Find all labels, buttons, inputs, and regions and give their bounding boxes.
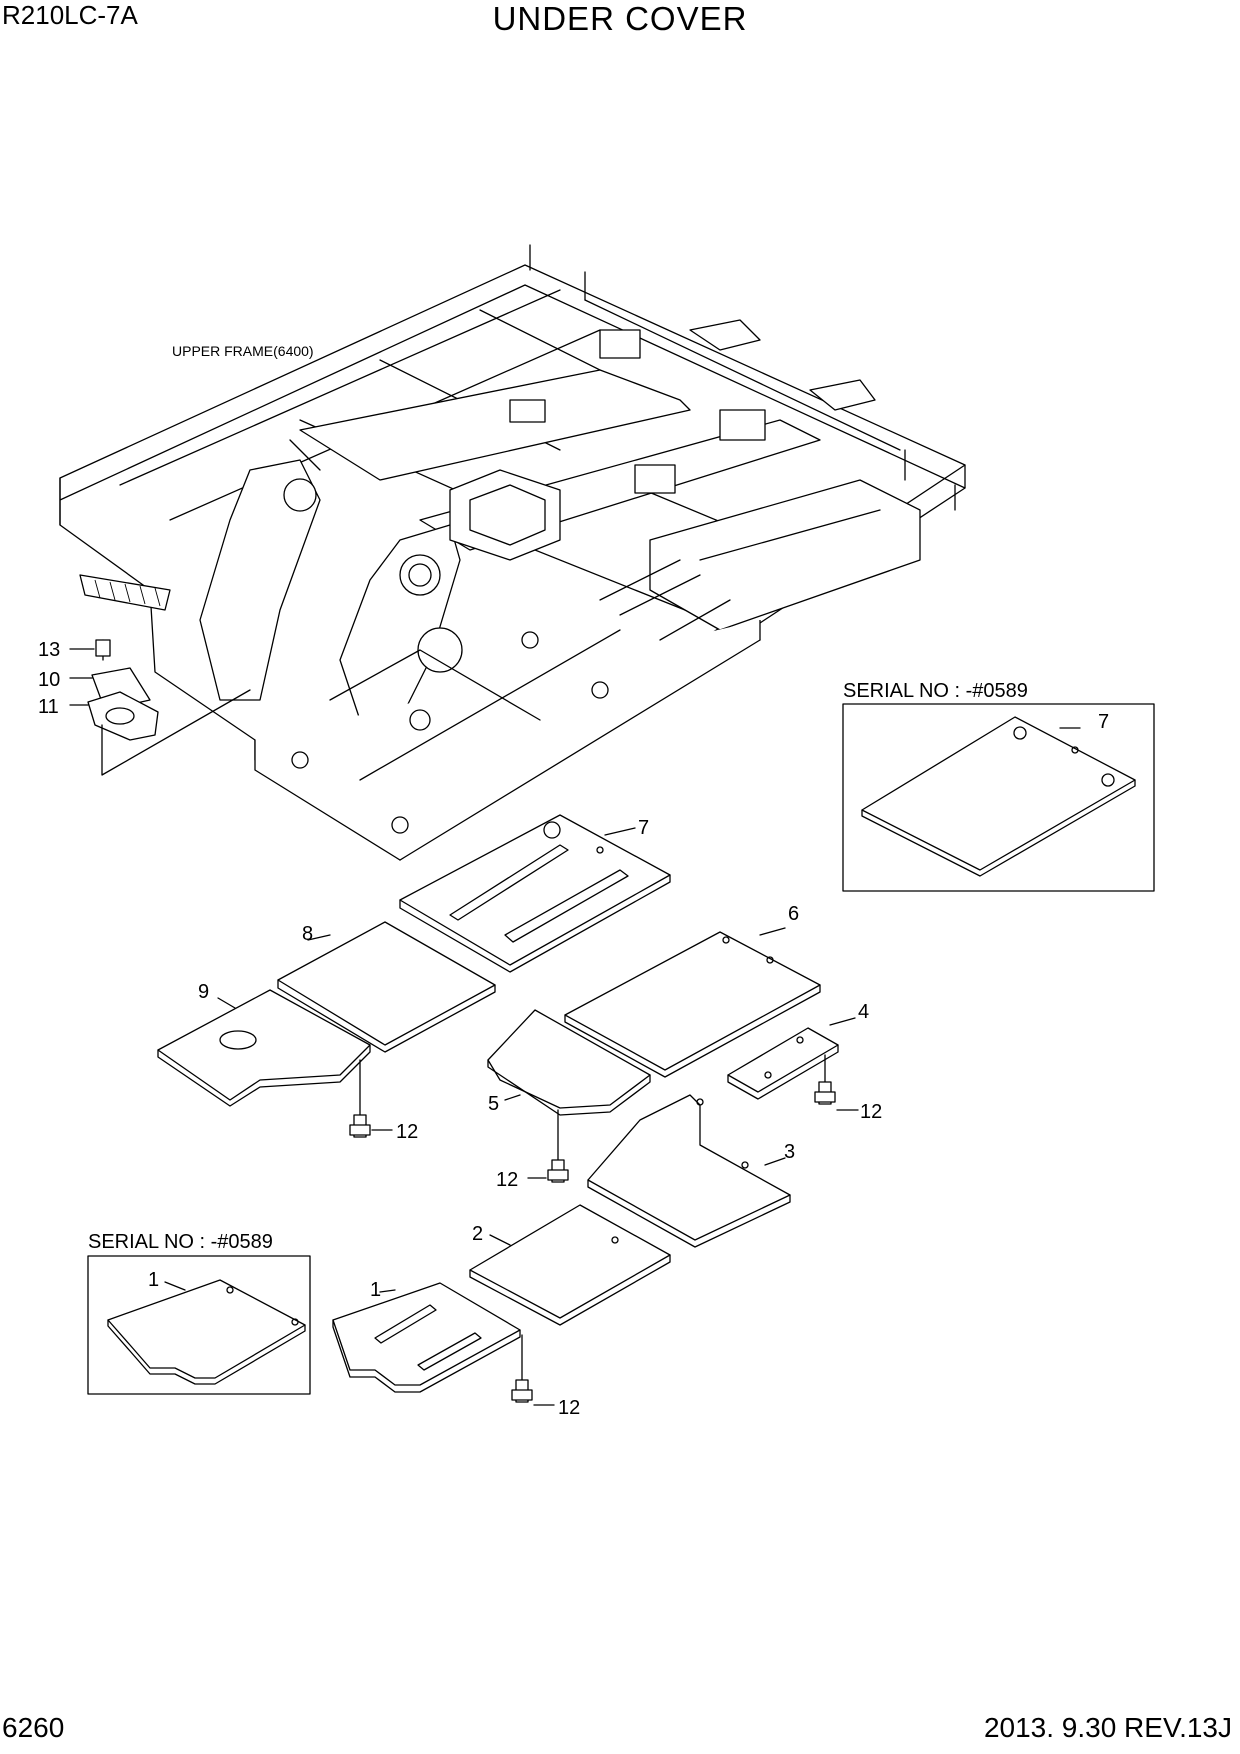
- callout-7: 7: [638, 817, 649, 839]
- callout-12-a: 12: [396, 1121, 418, 1143]
- bracket-assembly-10-11-13: [69, 639, 251, 776]
- model-number: R210LC-7A: [2, 0, 138, 30]
- cover-plate-1: [332, 1282, 521, 1386]
- upper-frame-label: UPPER FRAME(6400): [172, 343, 314, 359]
- serial-box-1: [87, 1255, 311, 1395]
- callout-1: 1: [370, 1279, 381, 1301]
- cover-plate-5: [487, 1009, 651, 1109]
- callout-12-c: 12: [860, 1101, 882, 1123]
- callout-2: 2: [472, 1223, 483, 1245]
- callout-11: 11: [38, 696, 59, 718]
- callout-12-b: 12: [496, 1169, 518, 1191]
- callout-13: 13: [38, 639, 60, 661]
- cover-plate-9: [157, 989, 371, 1101]
- bolt-12-right: [814, 1054, 859, 1111]
- cover-plate-7: [399, 814, 671, 966]
- callout-6: 6: [788, 903, 799, 925]
- page-title: UNDER COVER: [492, 0, 748, 37]
- serial-box-label-1: SERIAL NO : -#0589: [88, 1231, 273, 1253]
- revision-date: 2013. 9.30 REV.13J: [983, 1712, 1232, 1743]
- callout-9: 9: [198, 981, 209, 1003]
- callout-7-serial: 7: [1098, 711, 1109, 733]
- page-number: 6260: [2, 1712, 65, 1743]
- bolt-12-left: [349, 1059, 393, 1138]
- serial-box-7: [842, 703, 1155, 892]
- serial-box-label-7: SERIAL NO : -#0589: [843, 680, 1028, 702]
- callout-8: 8: [302, 923, 313, 945]
- bolt-12-bottom: [511, 1334, 555, 1406]
- cover-plate-2: [469, 1204, 671, 1319]
- upper-frame-drawing: [59, 244, 966, 861]
- callout-3: 3: [784, 1141, 795, 1163]
- callout-4: 4: [858, 1001, 869, 1023]
- callout-5: 5: [488, 1093, 499, 1115]
- bolt-12-center: [527, 1109, 569, 1183]
- cover-plate-7-old: [861, 716, 1136, 871]
- cover-plate-3: [587, 1094, 791, 1241]
- callout-10: 10: [38, 669, 60, 691]
- cover-plate-1-old: [107, 1279, 306, 1379]
- callout-12-d: 12: [558, 1397, 580, 1419]
- callout-1-serial: 1: [148, 1269, 159, 1291]
